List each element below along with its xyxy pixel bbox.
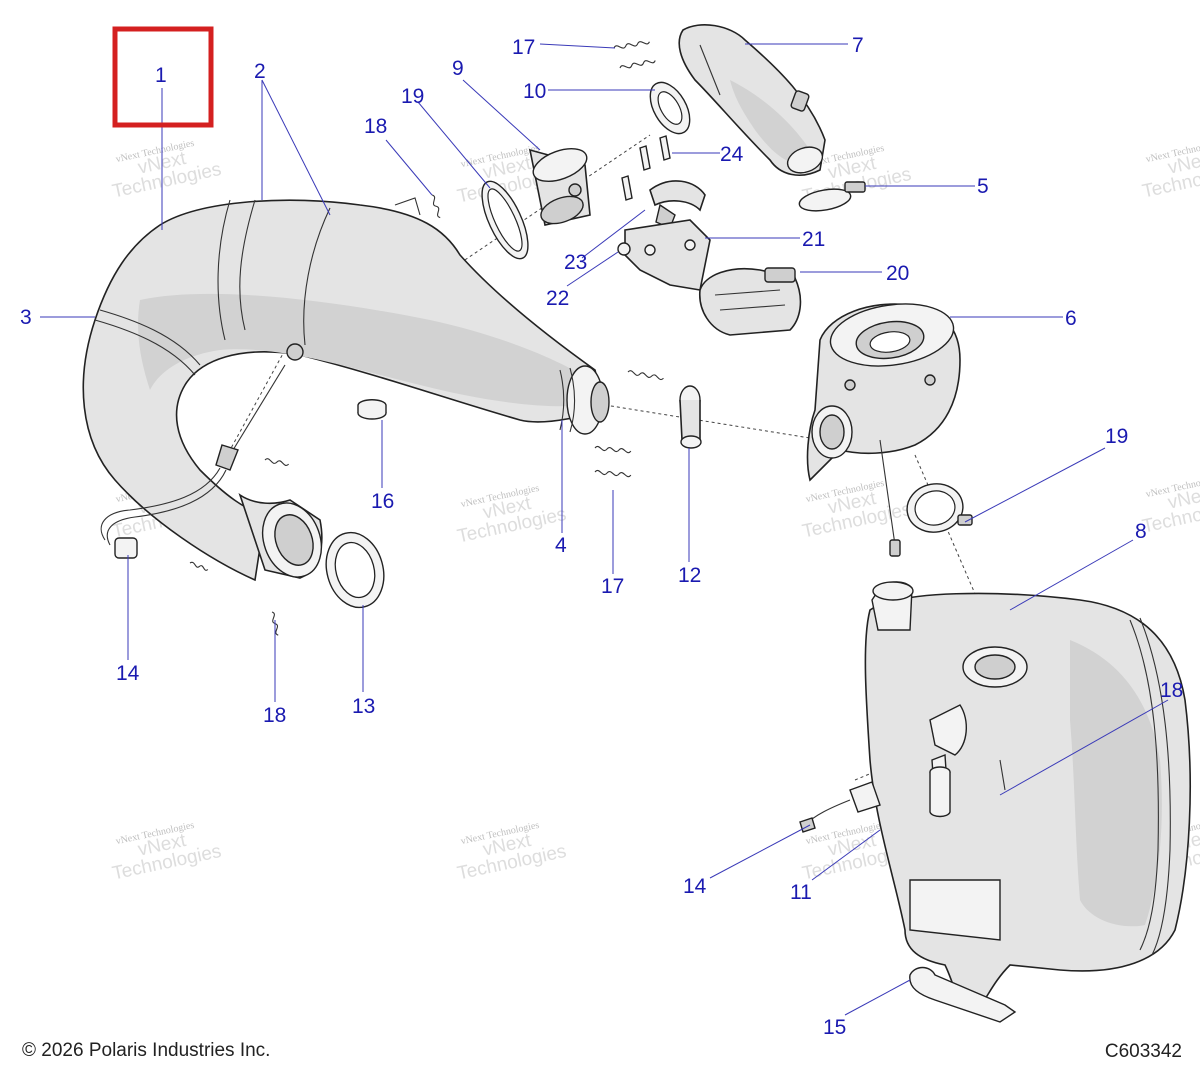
callout-4[interactable]: 4 (555, 534, 567, 557)
watermark: vNext Technologies vNext Technologies (800, 478, 913, 543)
callout-15[interactable]: 15 (823, 1016, 846, 1039)
spring[interactable] (594, 470, 632, 478)
callout-7[interactable]: 7 (852, 34, 864, 57)
actuator-bracket[interactable] (624, 219, 711, 291)
clamp-lower[interactable] (903, 480, 973, 537)
callout-11[interactable]: 11 (790, 881, 812, 904)
expansion-chamber[interactable] (82, 197, 610, 582)
heat-shield-pad[interactable] (909, 966, 1017, 1023)
callout-8[interactable]: 8 (1135, 520, 1147, 543)
spring[interactable] (627, 370, 664, 380)
spacer-tube[interactable] (929, 766, 951, 818)
copyright-text: © 2026 Polaris Industries Inc. (22, 1040, 271, 1061)
bracket-clamp[interactable] (649, 180, 706, 229)
watermark: vNext Technologies vNext Technologies (455, 483, 568, 548)
callout-14a[interactable]: 14 (116, 662, 140, 685)
diagram-id: C603342 (1104, 1041, 1182, 1062)
callout-16[interactable]: 16 (371, 490, 394, 513)
callout-10[interactable]: 10 (523, 80, 546, 103)
callout-3[interactable]: 3 (20, 306, 32, 329)
o2-sensor-left[interactable] (100, 364, 286, 559)
head-pipe[interactable] (678, 24, 826, 178)
plug[interactable] (357, 399, 387, 420)
actuator[interactable] (699, 267, 802, 336)
callout-18a[interactable]: 18 (364, 115, 387, 138)
callout-19b[interactable]: 19 (1105, 425, 1128, 448)
callout-18b[interactable]: 18 (263, 704, 286, 727)
callout-20[interactable]: 20 (886, 262, 909, 285)
watermark: vNext Technologies vNext Technologies (110, 138, 223, 203)
spring[interactable] (430, 194, 441, 219)
spring[interactable] (613, 40, 650, 50)
callout-19a[interactable]: 19 (401, 85, 424, 108)
callout-13[interactable]: 13 (352, 695, 375, 718)
callout-18c[interactable]: 18 (1160, 679, 1183, 702)
coupler-gasket[interactable] (642, 76, 698, 140)
turbo-housing[interactable] (806, 297, 961, 557)
exhaust-coupler[interactable] (528, 142, 591, 229)
callout-1[interactable]: 1 (155, 64, 167, 87)
seal-ring[interactable] (679, 385, 702, 449)
muffler[interactable] (864, 581, 1191, 1011)
bolts[interactable] (621, 135, 671, 201)
watermark: vNext Technologies vNext Technologies (110, 820, 223, 885)
spring[interactable] (594, 446, 632, 454)
nut[interactable] (617, 242, 631, 256)
callout-23[interactable]: 23 (564, 251, 587, 274)
gasket-ring[interactable] (318, 526, 392, 614)
callout-17b[interactable]: 17 (601, 575, 624, 598)
callout-14b[interactable]: 14 (683, 875, 707, 898)
callout-5[interactable]: 5 (977, 175, 989, 198)
leader-lines (40, 43, 1169, 1016)
sensor-boss (286, 343, 304, 361)
callout-22[interactable]: 22 (546, 287, 569, 310)
pipe-outlet (238, 493, 323, 579)
callout-24[interactable]: 24 (720, 143, 744, 166)
callout-21[interactable]: 21 (802, 228, 825, 251)
watermark: vNext Technologies vNext Technologies (455, 820, 568, 885)
callout-2[interactable]: 2 (254, 60, 266, 83)
spring[interactable] (619, 59, 656, 70)
watermark: vNext Technologies vNext Technologies (1140, 138, 1200, 203)
callout-9[interactable]: 9 (452, 57, 464, 80)
spring[interactable] (189, 561, 209, 571)
clamp-head[interactable] (798, 181, 866, 214)
callouts: 1 2 3 4 5 6 7 8 9 10 11 12 13 14 14 15 1… (20, 34, 1183, 1039)
spring[interactable] (264, 458, 290, 466)
callout-17a[interactable]: 17 (512, 36, 535, 59)
callout-6[interactable]: 6 (1065, 307, 1077, 330)
clamp-upper[interactable] (473, 175, 538, 265)
callout-12[interactable]: 12 (678, 564, 701, 587)
callout-1-highlight (112, 26, 214, 128)
